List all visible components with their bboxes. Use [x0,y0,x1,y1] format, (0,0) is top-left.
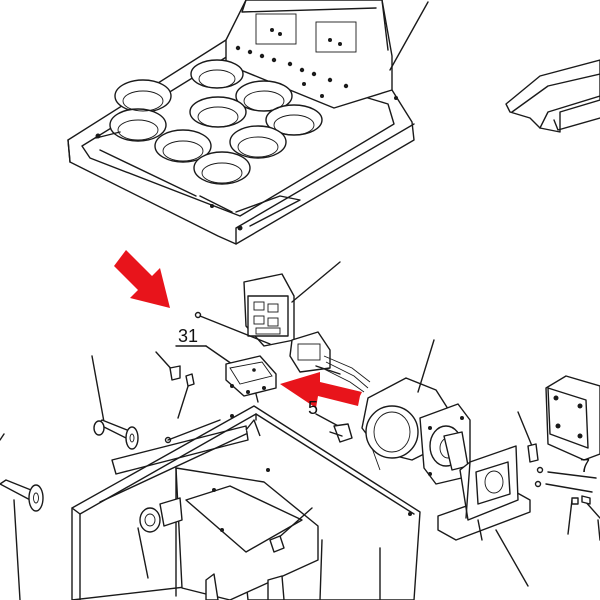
control-board-assembly [243,261,371,393]
red-arrow-left [114,250,170,308]
part-label-7: 7 [580,456,590,476]
part-label-5: 5 [308,398,318,418]
left-hardware [0,351,221,600]
red-arrow-right [280,372,362,408]
motor-bracket [437,445,531,587]
part-31-assembly: 31 [175,311,277,403]
part-label-31: 31 [178,326,198,346]
part-5-assembly: 5 [308,398,353,443]
motor-assembly [361,339,471,485]
highlight-arrows [114,250,362,408]
cabinet-frame [71,405,421,600]
top-tray-assembly [67,0,429,245]
handle-assembly [505,59,600,133]
part-7-assembly: 7 [517,375,600,541]
